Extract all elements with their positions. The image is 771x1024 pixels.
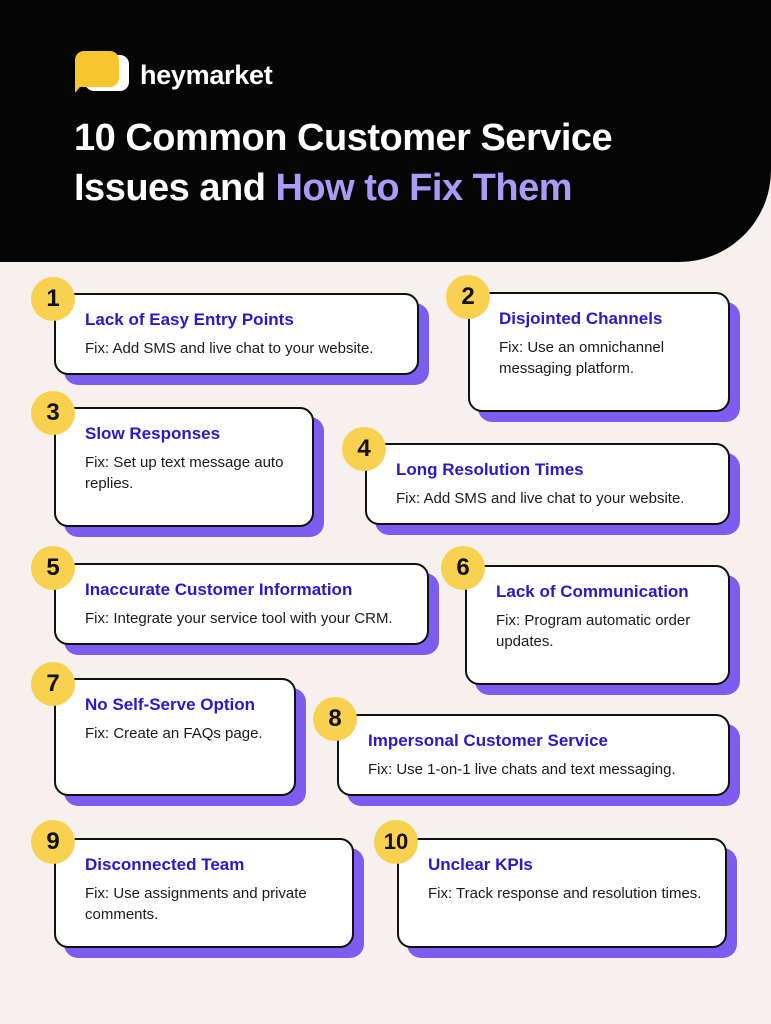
issue-fix: Fix: Use 1-on-1 live chats and text mess…: [368, 761, 676, 778]
issue-title: Slow Responses: [85, 424, 221, 443]
issue-title: Lack of Easy Entry Points: [85, 310, 294, 329]
chat-bubble-icon: [75, 51, 131, 99]
issue-card-7: No Self-Serve Option Fix: Create an FAQs…: [54, 678, 306, 806]
page-title: 10 Common Customer Service Issues and Ho…: [74, 113, 714, 213]
number-badge-9: 9: [31, 820, 75, 864]
issue-card-6: Lack of Communication Fix: Program autom…: [465, 565, 740, 695]
issue-card-1: Lack of Easy Entry Points Fix: Add SMS a…: [54, 293, 429, 385]
issue-fix: Fix: Add SMS and live chat to your websi…: [396, 490, 685, 507]
issue-card-9: Disconnected Team Fix: Use assignments a…: [54, 838, 364, 958]
number-badge-3: 3: [31, 391, 75, 435]
brand-name: heymarket: [140, 59, 273, 90]
issue-title: No Self-Serve Option: [85, 695, 256, 714]
issue-card-3: Slow Responses Fix: Set up text message …: [54, 407, 324, 537]
header-banner: heymarket 10 Common Customer Service Iss…: [0, 0, 771, 262]
issue-fix: Fix: Use assignments and private comment…: [85, 885, 307, 923]
issue-card-4: Long Resolution Times Fix: Add SMS and l…: [365, 443, 740, 535]
issue-title: Disjointed Channels: [499, 309, 663, 328]
issue-card-5: Inaccurate Customer Information Fix: Int…: [54, 563, 439, 655]
number-badge-8: 8: [313, 697, 357, 741]
issue-fix: Fix: Set up text message auto replies.: [85, 454, 284, 492]
issue-fix: Fix: Integrate your service tool with yo…: [85, 610, 393, 627]
issue-fix: Fix: Use an omnichannel messaging platfo…: [499, 339, 665, 377]
number-badge-7: 7: [31, 662, 75, 706]
number-badge-4: 4: [342, 427, 386, 471]
issue-card-10: Unclear KPIs Fix: Track response and res…: [397, 838, 737, 958]
number-badge-2: 2: [446, 275, 490, 319]
issue-title: Impersonal Customer Service: [368, 731, 608, 750]
title-main: 10 Common Customer Service Issues and: [74, 117, 613, 209]
issue-card-8: Impersonal Customer Service Fix: Use 1-o…: [337, 714, 740, 806]
number-badge-6: 6: [441, 546, 485, 590]
issue-fix: Fix: Track response and resolution times…: [428, 885, 702, 902]
issue-fix: Fix: Program automatic order updates.: [496, 612, 691, 650]
number-badge-1: 1: [31, 277, 75, 321]
issue-title: Disconnected Team: [85, 855, 245, 874]
issue-title: Inaccurate Customer Information: [85, 580, 353, 599]
issue-title: Lack of Communication: [496, 582, 689, 601]
number-badge-5: 5: [31, 546, 75, 590]
issue-card-2: Disjointed Channels Fix: Use an omnichan…: [468, 292, 740, 422]
issue-fix: Fix: Create an FAQs page.: [85, 725, 263, 742]
number-badge-10: 10: [374, 820, 418, 864]
title-accent: How to Fix Them: [275, 167, 572, 209]
issue-fix: Fix: Add SMS and live chat to your websi…: [85, 340, 374, 357]
brand-logo: heymarket: [75, 51, 273, 99]
issue-title: Long Resolution Times: [396, 460, 584, 479]
issue-title: Unclear KPIs: [428, 855, 533, 874]
